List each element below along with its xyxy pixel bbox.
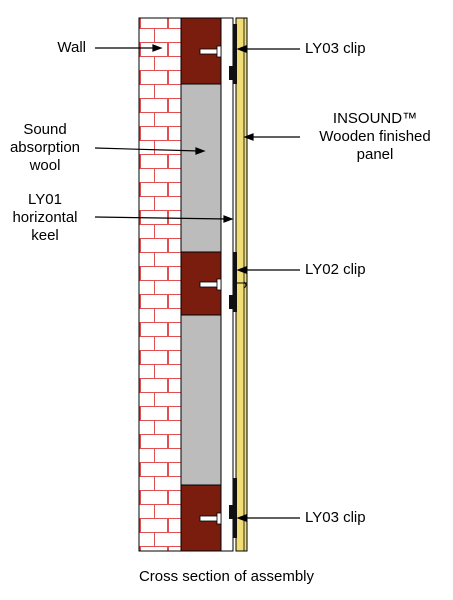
label-keel-line3: keel [31,227,59,244]
label-wool-line2: absorption [9,139,81,156]
clip-ly03-top [233,24,237,84]
label-wool: Sound absorption wool [0,121,90,175]
clip-ly02-mid [233,252,237,312]
label-clip-bottom: LY03 clip [305,509,366,526]
clip-ly03-bottom-tab [229,505,234,519]
label-keel-line2: horizontal [12,209,78,226]
label-wool-line1: Sound [23,121,67,138]
wool-lower [180,314,222,486]
clip-ly02-mid-tab [229,295,234,309]
label-keel: LY01 horizontal keel [0,191,90,245]
label-panel-line3: panel [356,146,394,163]
label-clip-top: LY03 clip [305,40,366,57]
label-panel-line2: Wooden finished [319,128,431,145]
arrow-wool [94,147,200,152]
brick-wall [138,17,182,552]
arrow-keel [94,216,228,220]
wool-upper [180,83,222,253]
figure-caption: Cross section of assembly [138,568,315,585]
keel-cavity [220,17,234,552]
label-keel-line1: LY01 [28,191,62,208]
label-wall: Wall [57,39,86,56]
wooden-panel [235,17,248,552]
clip-ly03-top-tab [229,66,234,80]
screw-middle [199,278,222,291]
label-clip-mid: LY02 clip [305,261,366,278]
clip-ly03-bottom [233,478,237,538]
label-panel: INSOUND™ Wooden finished panel [305,110,445,164]
screw-bottom [199,512,222,525]
label-panel-line1: INSOUND™ [332,110,418,127]
screw-top [199,45,222,58]
label-wool-line3: wool [29,157,61,174]
panel-notch-1 [243,281,247,289]
